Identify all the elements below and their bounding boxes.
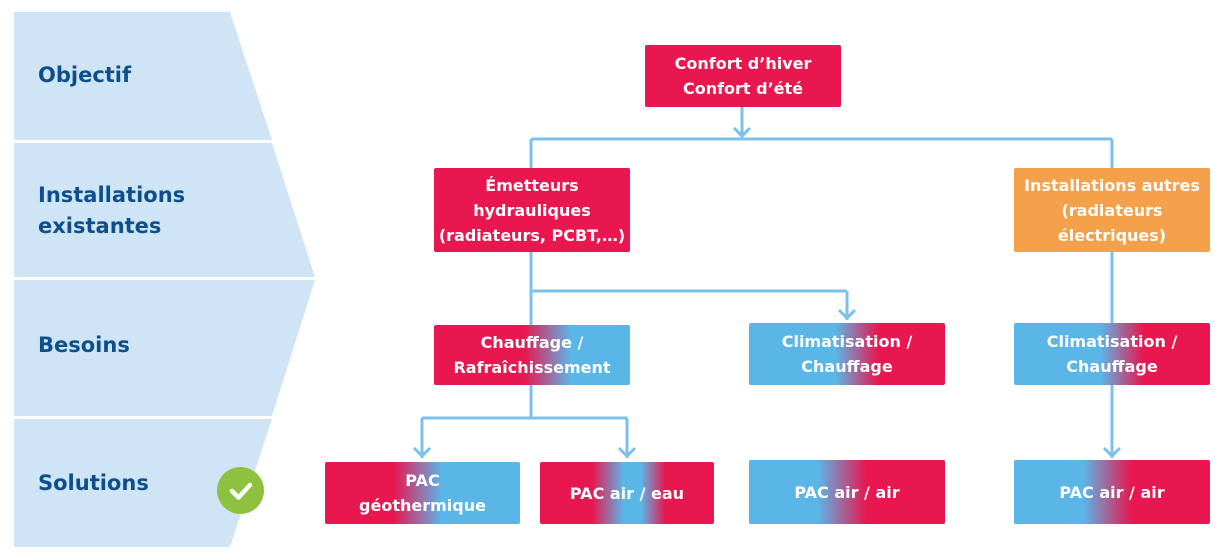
node-confort: Confort d’hiver Confort d’été <box>645 45 841 107</box>
stage-band-besoins <box>14 280 315 416</box>
stage-label-besoins: Besoins <box>38 333 130 357</box>
node-emetteurs-hydrauliques: Émetteurs hydrauliques (radiateurs, PCBT… <box>434 168 630 252</box>
stage-band-solutions <box>14 419 272 547</box>
node-climatisation-chauffage-2: Climatisation / Chauffage <box>1014 323 1210 385</box>
node-climatisation-chauffage-1: Climatisation / Chauffage <box>749 323 945 385</box>
node-pac-air-air-1-label: PAC air / air <box>794 482 900 502</box>
node-climatisation-2-label: Climatisation / Chauffage <box>1046 332 1178 376</box>
node-chauffage-label: Chauffage / Rafraîchissement <box>453 333 611 377</box>
connector-arrowhead <box>732 126 752 139</box>
stage-label-objectif: Objectif <box>38 63 132 87</box>
connector-arrowhead <box>1102 446 1122 459</box>
node-chauffage-rafraichissement: Chauffage / Rafraîchissement <box>434 325 630 385</box>
check-circle-icon <box>217 467 264 514</box>
stage-label-solutions: Solutions <box>38 471 149 495</box>
node-pac-air-eau: PAC air / eau <box>540 462 714 524</box>
stage-band-objectif <box>14 12 272 140</box>
connector-arrowhead <box>412 446 432 459</box>
node-pac-air-air-1: PAC air / air <box>749 460 945 524</box>
node-pac-geothermique: PAC géothermique <box>325 462 520 524</box>
connector-arrowhead <box>617 446 637 459</box>
node-installations-autres: Installations autres (radiateurs électri… <box>1014 168 1210 252</box>
stage-band-installations <box>14 143 315 277</box>
stage-label-installations-existantes: Installations existantes <box>38 183 186 238</box>
node-emetteurs-label: Émetteurs hydrauliques (radiateurs, PCBT… <box>438 175 626 245</box>
node-pac-air-eau-label: PAC air / eau <box>569 483 685 503</box>
node-confort-label: Confort d’hiver Confort d’été <box>674 54 812 98</box>
node-pac-air-air-2: PAC air / air <box>1014 460 1210 524</box>
node-climatisation-1-label: Climatisation / Chauffage <box>781 332 913 376</box>
node-pac-air-air-2-label: PAC air / air <box>1059 482 1165 502</box>
node-pac-geothermique-label: PAC géothermique <box>359 471 486 515</box>
node-installations-autres-label: Installations autres (radiateurs électri… <box>1024 175 1200 245</box>
connector-arrowhead <box>837 308 857 321</box>
